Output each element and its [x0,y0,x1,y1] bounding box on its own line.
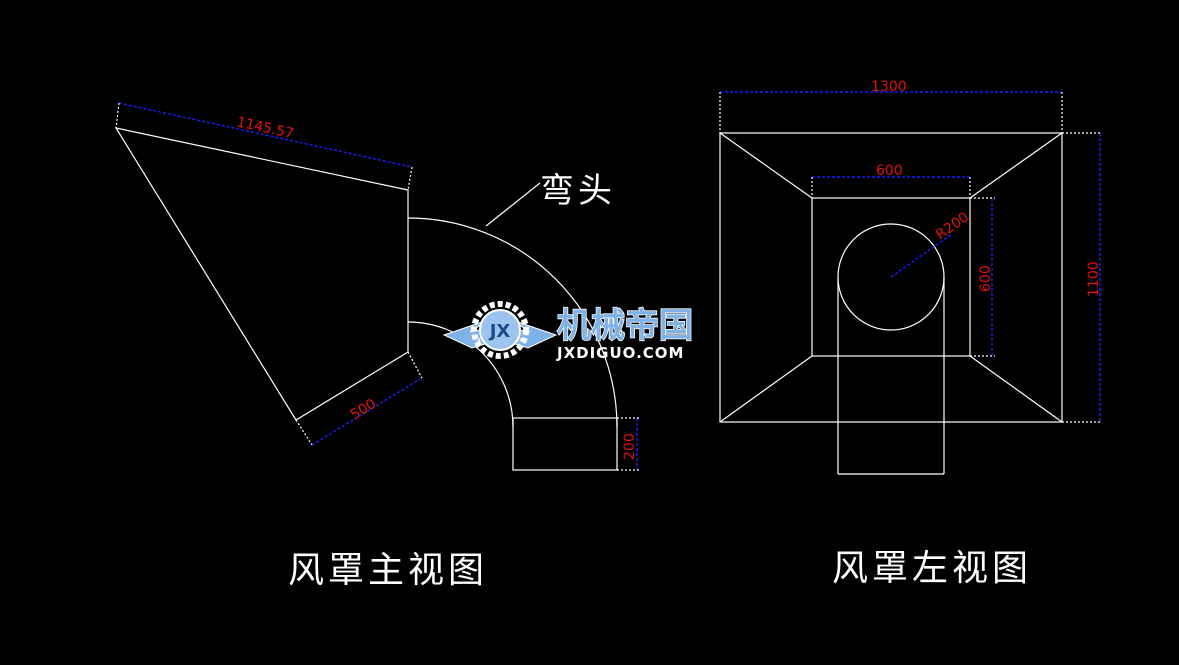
side-view-title: 风罩左视图 [832,548,1032,589]
elbow-outer-arc [407,217,618,428]
diagonal-tr [969,132,1063,199]
gear-icon [471,301,529,359]
dim-bottom-width-text: 500 [348,396,379,423]
dim-radius-text: R200 [933,209,972,243]
front-view-title: 风罩主视图 [288,550,488,591]
dim-outlet-height: 200 [617,417,640,471]
dim-outer-width: 1300 [719,79,1063,133]
dim-outer-width-text: 1300 [871,79,907,95]
elbow-leader-line [485,182,541,227]
dim-inner-width: 600 [811,163,971,198]
watermark-url: JXDIGUO.COM [556,344,684,362]
outlet-pipe [512,417,618,471]
dim-outer-height: 1100 [1062,132,1102,423]
side-view: R200 1300 600 600 1100 [719,79,1102,589]
dim-inner-height-text: 600 [978,265,994,292]
dim-inner-height: 600 [970,197,995,357]
dim-bottom-width: 500 [295,351,423,446]
watermark-name: 机械帝国 [557,306,693,346]
diagonal-tl [719,132,813,199]
hood-outline [114,127,409,421]
inner-rect [811,197,971,357]
elbow-label: 弯头 [540,171,616,211]
diagonal-bl [719,355,813,423]
dim-outer-height-text: 1100 [1086,261,1102,297]
dim-slant-length-text: 1145.57 [235,114,295,142]
dim-inner-width-text: 600 [876,163,903,179]
outer-rect [719,132,1063,423]
dim-slant-length: 1145.57 [115,102,413,191]
dim-outlet-height-text: 200 [622,433,638,460]
watermark-logo: JX 机械帝国 JXDIGUO.COM [442,301,694,362]
diagonal-br [969,355,1063,423]
svg-text:JX: JX [488,321,511,342]
